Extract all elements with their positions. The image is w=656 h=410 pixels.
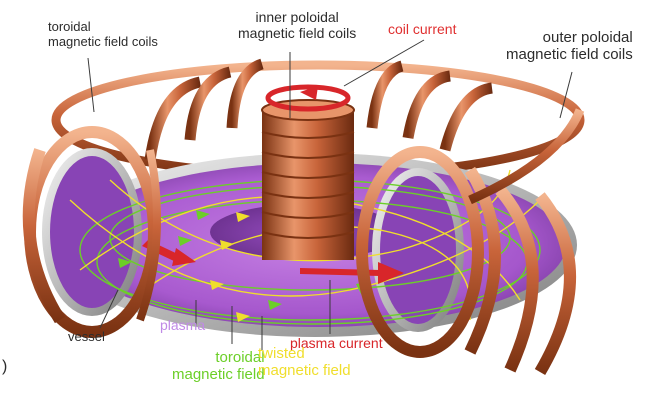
label-vessel: vessel xyxy=(68,329,105,344)
vessel-cross-section-right xyxy=(372,168,464,332)
toroidal-coils-back xyxy=(144,58,494,161)
label-toroidal-field: toroidal magnetic field xyxy=(172,349,265,383)
leader-lines xyxy=(87,39,573,350)
edge-glyph: ) xyxy=(2,358,8,375)
toroidal-coils-front-right xyxy=(356,146,576,376)
label-twisted-field: twisted magnetic field xyxy=(258,345,351,379)
label-toroidal-coils: toroidal magnetic field coils xyxy=(48,19,158,49)
label-plasma: plasma xyxy=(160,317,206,333)
outer-poloidal-coil-front xyxy=(468,108,585,205)
label-coil-current: coil current xyxy=(388,21,457,37)
label-outer-poloidal-coils: outer poloidal magnetic field coils xyxy=(506,29,633,63)
coil-current-arrow xyxy=(265,84,351,112)
twisted-field-arrows xyxy=(210,212,250,322)
toroidal-coils-front-left xyxy=(22,126,161,338)
central-solenoid xyxy=(261,99,355,260)
label-plasma-current: plasma current xyxy=(290,335,383,351)
vessel-cross-section-left xyxy=(42,148,142,316)
label-inner-poloidal-coils: inner poloidal magnetic field coils xyxy=(238,9,357,41)
